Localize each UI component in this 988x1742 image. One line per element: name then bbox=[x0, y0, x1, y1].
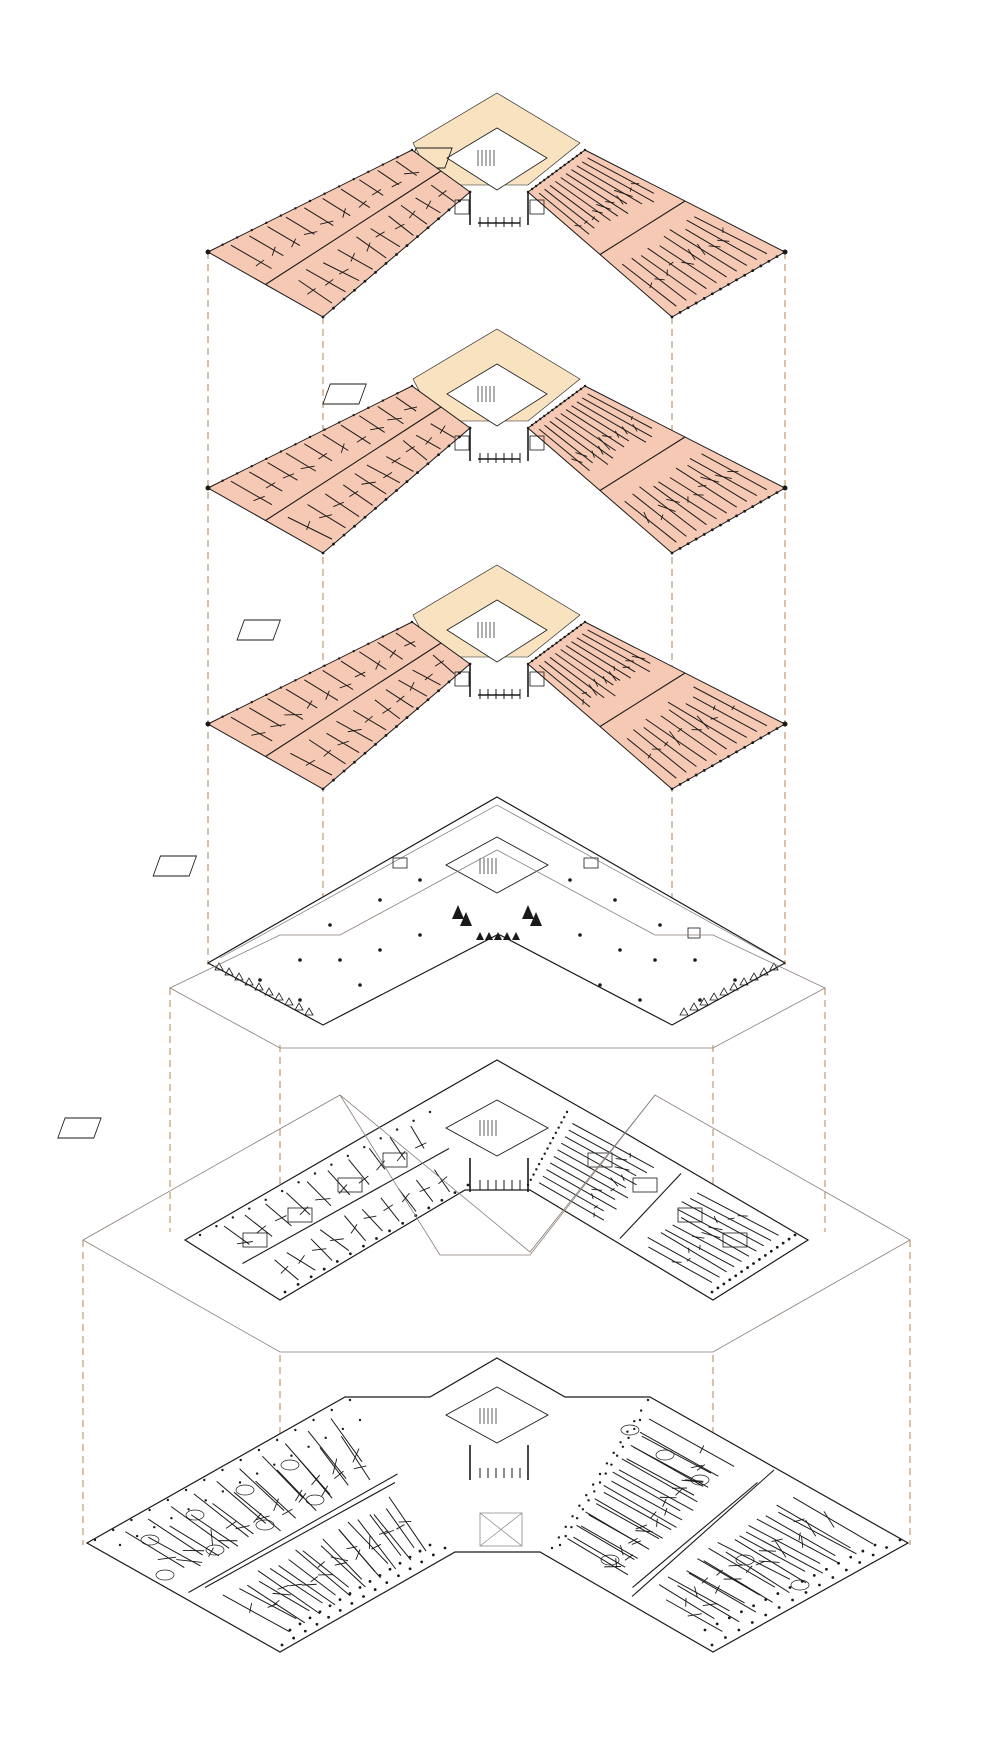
floor-plate-typical-4 bbox=[205, 564, 788, 791]
right-wing-rooms bbox=[527, 385, 787, 554]
right-wing-rooms bbox=[527, 621, 787, 790]
ground-outline-thin bbox=[82, 1094, 911, 1353]
ground-outline bbox=[85, 1357, 910, 1653]
central-core bbox=[446, 599, 548, 663]
open-plan-outline bbox=[206, 796, 787, 1026]
floor-plate-ground bbox=[82, 1094, 911, 1653]
left-wing-rooms bbox=[206, 621, 471, 790]
floor-outline-thin bbox=[169, 849, 826, 1049]
central-core bbox=[446, 127, 548, 191]
right-wing-rooms bbox=[527, 149, 787, 318]
central-core bbox=[445, 836, 549, 894]
floor-plate-partitioned bbox=[57, 849, 826, 1301]
central-core bbox=[445, 1099, 549, 1157]
central-core bbox=[445, 1386, 549, 1444]
left-wing-rooms bbox=[206, 385, 471, 554]
left-wing-rooms bbox=[206, 149, 471, 318]
floor-plate-typical-5 bbox=[205, 328, 788, 555]
central-core bbox=[446, 363, 548, 427]
floor-plate-typical-6 bbox=[205, 92, 788, 319]
floor-plate-open-plan bbox=[152, 796, 787, 1026]
